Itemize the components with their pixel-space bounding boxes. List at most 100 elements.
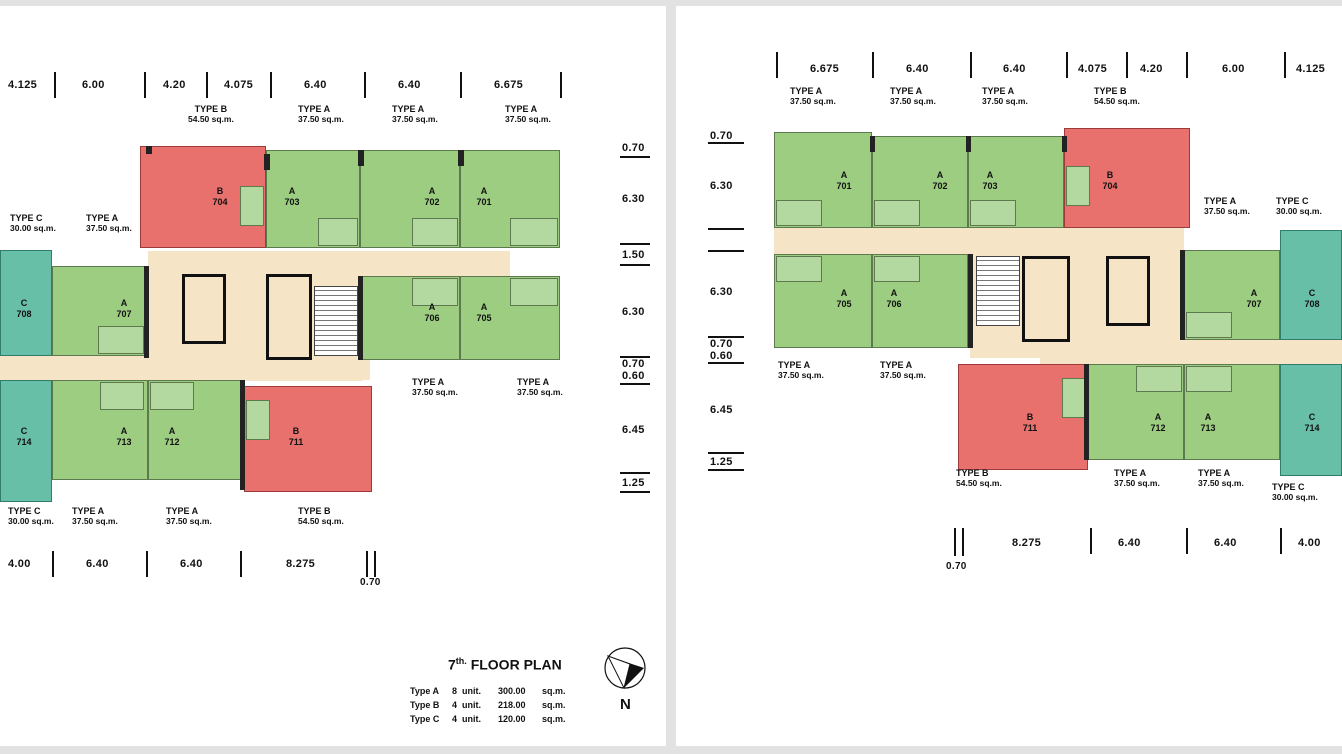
dim-bar bbox=[620, 356, 650, 358]
dim-bar bbox=[620, 243, 650, 245]
wall bbox=[458, 150, 464, 166]
dim-top: 6.00 bbox=[1222, 63, 1245, 75]
dim-bar bbox=[708, 469, 744, 471]
dim-tick bbox=[144, 72, 146, 98]
dim-tick bbox=[970, 52, 972, 78]
dim-side: 6.30 bbox=[710, 286, 733, 298]
bathroom bbox=[100, 382, 144, 410]
dim-tick bbox=[560, 72, 562, 98]
bathroom bbox=[240, 186, 264, 226]
dim-bar bbox=[620, 264, 650, 266]
dim-top: 6.40 bbox=[1003, 63, 1026, 75]
dim-side: 0.60 bbox=[710, 350, 733, 362]
dim-tick bbox=[240, 551, 242, 577]
unit-708 bbox=[0, 250, 52, 356]
dim-side: 1.25 bbox=[622, 477, 645, 489]
bathroom bbox=[970, 200, 1016, 226]
bathroom bbox=[776, 256, 822, 282]
dim-tick bbox=[1090, 528, 1092, 554]
dim-top: 4.075 bbox=[224, 79, 254, 91]
north-label: N bbox=[620, 696, 631, 713]
dim-tick bbox=[1280, 528, 1282, 554]
wall bbox=[968, 254, 973, 348]
dim-tick bbox=[146, 551, 148, 577]
elevator-core bbox=[266, 274, 312, 360]
wall bbox=[1180, 250, 1185, 340]
dim-tick bbox=[54, 72, 56, 98]
dim-top: 4.125 bbox=[8, 79, 38, 91]
bathroom bbox=[1136, 366, 1182, 392]
dim-top: 6.40 bbox=[304, 79, 327, 91]
corridor bbox=[1040, 338, 1342, 364]
dim-tick bbox=[374, 551, 376, 577]
wall bbox=[1084, 364, 1089, 460]
dim-bottom: 8.275 bbox=[286, 558, 316, 570]
bathroom bbox=[1186, 312, 1232, 338]
bathroom bbox=[510, 278, 558, 306]
dim-side: 0.70 bbox=[622, 358, 645, 370]
bathroom bbox=[874, 256, 920, 282]
wall bbox=[240, 380, 245, 490]
dim-tick bbox=[52, 551, 54, 577]
dim-top: 6.00 bbox=[82, 79, 105, 91]
dim-top: 6.675 bbox=[494, 79, 524, 91]
dim-bar bbox=[620, 156, 650, 158]
dim-bar bbox=[708, 142, 744, 144]
stairs bbox=[314, 286, 358, 356]
dim-side: 1.25 bbox=[710, 456, 733, 468]
elevator-core bbox=[182, 274, 226, 344]
dim-bar bbox=[620, 491, 650, 493]
dim-top: 6.40 bbox=[906, 63, 929, 75]
wall bbox=[146, 146, 152, 154]
dim-side: 0.70 bbox=[710, 130, 733, 142]
dim-side: 1.50 bbox=[622, 249, 645, 261]
dim-side: 6.30 bbox=[710, 180, 733, 192]
bathroom bbox=[1062, 378, 1086, 418]
bathroom bbox=[412, 218, 458, 246]
wall bbox=[870, 136, 875, 152]
bathroom bbox=[246, 400, 270, 440]
dim-side: 0.60 bbox=[622, 370, 645, 382]
wall bbox=[358, 150, 364, 166]
unit-704 bbox=[1064, 128, 1190, 228]
north-arrow: N bbox=[594, 640, 656, 720]
dim-tick bbox=[366, 551, 368, 577]
dim-bar bbox=[620, 383, 650, 385]
bathroom bbox=[150, 382, 194, 410]
dim-bottom-small: 0.70 bbox=[946, 561, 967, 572]
dim-side: 6.30 bbox=[622, 306, 645, 318]
dim-top: 6.675 bbox=[810, 63, 840, 75]
dim-bar bbox=[708, 452, 744, 454]
bathroom bbox=[776, 200, 822, 226]
right-floor-plan-panel: 6.675 6.40 6.40 4.075 4.20 6.00 4.125 TY… bbox=[676, 6, 1342, 746]
dim-tick bbox=[206, 72, 208, 98]
